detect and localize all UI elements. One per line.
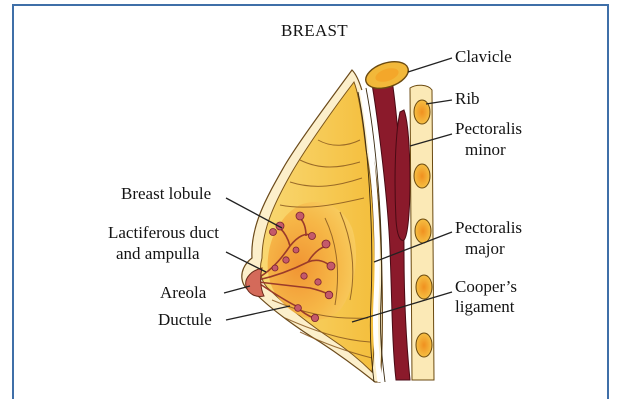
pectoralis-minor xyxy=(395,110,410,240)
label-clavicle: Clavicle xyxy=(455,47,512,66)
label-lactiferous-line2: and ampulla xyxy=(116,244,200,263)
label-lactiferous-line1: Lactiferous duct xyxy=(108,223,219,242)
label-ductule: Ductule xyxy=(158,310,212,329)
label-breast-lobule: Breast lobule xyxy=(121,184,211,203)
label-pectoralis-minor-line2: minor xyxy=(465,140,506,159)
label-coopers-ligament-line2: ligament xyxy=(455,297,515,316)
label-pectoralis-major-line1: Pectoralis xyxy=(455,218,522,237)
label-areola: Areola xyxy=(160,283,207,302)
label-pectoralis-major-line2: major xyxy=(465,239,505,258)
label-rib: Rib xyxy=(455,89,480,108)
diagram-title: BREAST xyxy=(281,21,348,40)
label-pectoralis-minor-line1: Pectoralis xyxy=(455,119,522,138)
label-coopers-ligament-line1: Cooper’s xyxy=(455,277,517,296)
